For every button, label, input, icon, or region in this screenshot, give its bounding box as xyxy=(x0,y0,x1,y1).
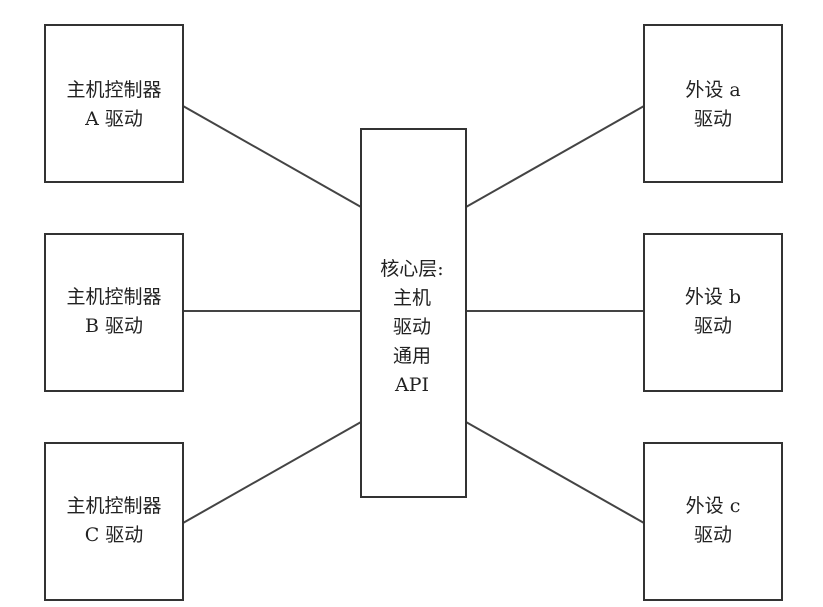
node-label: 核心层: xyxy=(380,258,443,280)
edge-core-dev-c xyxy=(465,421,645,524)
node-host-b: 主机控制器 B 驱动 xyxy=(44,233,184,392)
node-label: C 驱动 xyxy=(85,524,144,546)
node-label: 外设 a xyxy=(685,79,740,101)
node-label: 驱动 xyxy=(393,316,431,338)
node-label: 驱动 xyxy=(694,108,732,130)
node-label: 主机控制器 xyxy=(66,79,161,101)
node-label: 外设 c xyxy=(686,495,741,517)
node-label: B 驱动 xyxy=(85,315,143,337)
node-dev-c: 外设 c 驱动 xyxy=(643,442,783,601)
node-core: 核心层: 主机 驱动 通用 API xyxy=(360,128,467,498)
node-label: 通用 xyxy=(393,345,431,367)
node-label: 主机 xyxy=(393,287,431,309)
node-dev-b: 外设 b 驱动 xyxy=(643,233,783,392)
edge-host-a-core xyxy=(182,105,362,208)
node-host-a: 主机控制器 A 驱动 xyxy=(44,24,184,183)
node-dev-a: 外设 a 驱动 xyxy=(643,24,783,183)
node-label: A 驱动 xyxy=(84,108,143,130)
node-host-c: 主机控制器 C 驱动 xyxy=(44,442,184,601)
node-label: 驱动 xyxy=(694,315,732,337)
node-label: API xyxy=(394,374,429,396)
node-label: 主机控制器 xyxy=(66,495,161,517)
node-label: 主机控制器 xyxy=(66,286,161,308)
edge-core-dev-a xyxy=(465,105,645,208)
node-label: 驱动 xyxy=(694,524,732,546)
edge-host-c-core xyxy=(182,421,362,524)
node-label: 外设 b xyxy=(685,286,741,308)
